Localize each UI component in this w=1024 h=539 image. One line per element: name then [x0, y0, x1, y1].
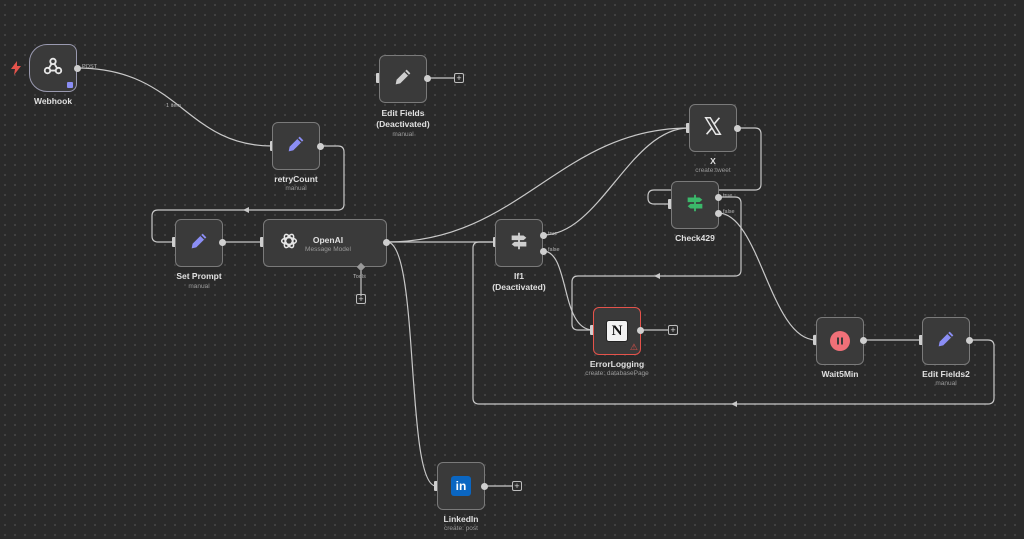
check429-input-handle[interactable]: [668, 199, 672, 209]
edge-check429false-wait: [717, 212, 817, 341]
edit-fields-input-handle[interactable]: [376, 73, 380, 83]
retrycount-subtitle: manual: [285, 185, 307, 192]
editfields2-node[interactable]: [922, 317, 970, 365]
errorlogging-input-handle[interactable]: [590, 325, 594, 335]
lightning-bolt-icon: [11, 61, 21, 80]
edit-fields-subtitle: manual: [392, 131, 414, 138]
openai-node[interactable]: [263, 219, 387, 267]
webhook-badge: [67, 82, 73, 88]
check429-title: Check429: [675, 233, 715, 243]
openai-tools-add-button[interactable]: +: [356, 294, 366, 304]
x-subtitle: create:tweet: [695, 167, 731, 174]
setprompt-output-handle[interactable]: [219, 239, 226, 246]
openai-output-handle[interactable]: [383, 239, 390, 246]
editfields2-title: Edit Fields2: [922, 369, 970, 379]
if1-true-handle[interactable]: [540, 232, 547, 239]
openai-input-handle[interactable]: [260, 237, 264, 247]
retrycount-title: retryCount: [274, 174, 318, 184]
check429-true-label: true: [723, 193, 733, 199]
x-output-handle[interactable]: [734, 125, 741, 132]
linkedin-input-handle[interactable]: [434, 481, 438, 491]
if1-title-line2: (Deactivated): [492, 282, 546, 292]
linkedin-icon: in: [451, 476, 471, 496]
pencil-icon: [188, 230, 210, 257]
retrycount-output-handle[interactable]: [317, 143, 324, 150]
openai-subtitle: Message Model: [305, 246, 351, 253]
linkedin-subtitle: create: post: [444, 525, 478, 532]
x-node[interactable]: [689, 104, 737, 152]
x-title: X: [710, 156, 716, 166]
if1-node[interactable]: [495, 219, 543, 267]
signpost-icon: [684, 192, 706, 219]
errorlogging-node[interactable]: N ⚠: [593, 307, 641, 355]
wait-title: Wait5Min: [821, 369, 859, 379]
linkedin-title: LinkedIn: [443, 514, 479, 524]
openai-title: OpenAI: [312, 235, 344, 245]
if1-true-label: true: [548, 231, 558, 237]
openai-tools-label: Tools: [353, 274, 366, 280]
webhook-title: Webhook: [33, 96, 73, 106]
pause-icon: [830, 331, 850, 351]
webhook-method-label: POST: [82, 64, 97, 70]
arrow-editfields2-if1: [731, 401, 737, 407]
pencil-icon: [392, 66, 414, 93]
edit-fields-title-line2: (Deactivated): [376, 119, 430, 129]
check429-false-label: false: [723, 209, 735, 215]
setprompt-title: Set Prompt: [176, 271, 222, 281]
webhook-node[interactable]: [29, 44, 77, 92]
if1-false-handle[interactable]: [540, 248, 547, 255]
signpost-icon: [508, 230, 530, 257]
edge-if1true-x: [542, 127, 690, 236]
pencil-icon: [935, 328, 957, 355]
if1-false-label: false: [548, 247, 560, 253]
editfields2-input-handle[interactable]: [919, 335, 923, 345]
warning-icon: ⚠: [629, 342, 638, 352]
check429-node[interactable]: [671, 181, 719, 229]
wait-output-handle[interactable]: [860, 337, 867, 344]
edge-webhook-retrycount: [76, 67, 273, 147]
setprompt-node[interactable]: [175, 219, 223, 267]
errorlogging-add-button[interactable]: +: [668, 325, 678, 335]
edit-fields-add-button[interactable]: +: [454, 73, 464, 83]
edge-openai-x: [386, 127, 690, 243]
editfields2-subtitle: manual: [935, 380, 957, 387]
notion-icon: N: [606, 320, 628, 342]
wait-node[interactable]: [816, 317, 864, 365]
edge-item-count-label: 1 item: [166, 103, 181, 109]
check429-true-handle[interactable]: [715, 194, 722, 201]
edit-fields-node[interactable]: [379, 55, 427, 103]
edge-if1false-errorlogging: [542, 250, 594, 331]
errorlogging-output-handle[interactable]: [637, 327, 644, 334]
editfields2-output-handle[interactable]: [966, 337, 973, 344]
arrow-retrycount-setprompt: [243, 207, 249, 213]
x-input-handle[interactable]: [686, 123, 690, 133]
webhook-icon: [42, 55, 64, 82]
retrycount-node[interactable]: [272, 122, 320, 170]
arrow-check429-errorlogging: [654, 273, 660, 279]
openai-icon: [278, 230, 300, 257]
linkedin-add-button[interactable]: +: [512, 481, 522, 491]
errorlogging-title: ErrorLogging: [589, 359, 645, 369]
check429-false-handle[interactable]: [715, 210, 722, 217]
edit-fields-output-handle[interactable]: [424, 75, 431, 82]
errorlogging-subtitle: create: databasePage: [585, 370, 649, 377]
edit-fields-title-line1: Edit Fields: [381, 108, 425, 118]
pencil-icon: [285, 133, 307, 160]
linkedin-node[interactable]: in: [437, 462, 485, 510]
edge-openai-linkedin: [386, 241, 437, 487]
x-logo-icon: [702, 115, 724, 142]
setprompt-input-handle[interactable]: [172, 237, 176, 247]
webhook-output-handle[interactable]: [74, 65, 81, 72]
linkedin-output-handle[interactable]: [481, 483, 488, 490]
setprompt-subtitle: manual: [188, 283, 210, 290]
if1-title-line1: If1: [514, 271, 524, 281]
wait-input-handle[interactable]: [813, 335, 817, 345]
